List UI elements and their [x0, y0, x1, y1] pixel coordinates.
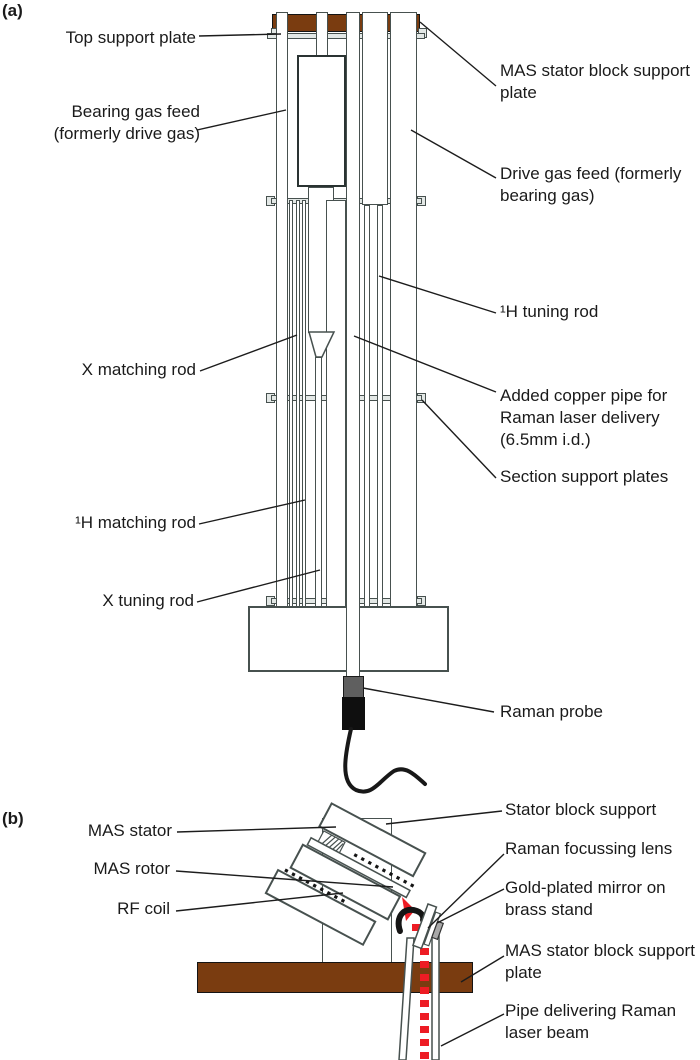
raman-pipe-right-wall: [431, 925, 440, 1060]
label-line: laser beam: [505, 1023, 590, 1042]
label-bearing-gas-feed: Bearing gas feed (formerly drive gas): [0, 101, 200, 145]
inner-body-upper: [297, 55, 346, 187]
label-line: Pipe delivering Raman: [505, 1001, 677, 1020]
copper-pipe-raman-laser: [346, 12, 360, 680]
label-pipe-delivering: Pipe delivering Raman laser beam: [505, 1000, 676, 1044]
label-line: plate: [505, 963, 542, 982]
label-section-support-plates: Section support plates: [500, 467, 669, 486]
rod: [364, 205, 370, 607]
laser-beam-cone: [402, 897, 415, 921]
label-mas-plate-a: MAS stator block support plate: [500, 60, 690, 104]
mas-stator-block-support-plate-b: [197, 962, 473, 993]
label-line: Raman laser delivery: [500, 408, 660, 427]
label-raman-probe: Raman probe: [500, 702, 604, 721]
label-x-matching-rod: X matching rod: [81, 360, 196, 379]
panel-b-label: (b): [2, 809, 24, 828]
label-line: MAS stator block support: [500, 61, 690, 80]
x-tuning-rod: [315, 357, 322, 607]
label-line: plate: [500, 83, 537, 102]
raman-pipe-left-wall: [398, 937, 415, 1060]
label-h-tuning-rod: ¹H tuning rod: [500, 302, 599, 321]
wide-tube: [326, 200, 346, 607]
label-mas-rotor: MAS rotor: [93, 859, 170, 878]
label-copper-pipe: Added copper pipe for Raman laser delive…: [500, 385, 667, 451]
label-line: MAS stator block support: [505, 941, 695, 960]
label-line: Added copper pipe for: [500, 386, 668, 405]
label-drive-gas-feed: Drive gas feed (formerly bearing gas): [500, 163, 681, 207]
label-line: Gold-plated mirror on: [505, 878, 666, 897]
label-mas-stator: MAS stator: [87, 821, 172, 840]
h-tuning-rod: [377, 205, 383, 607]
label-line: (formerly drive gas): [53, 124, 200, 143]
label-gold-mirror: Gold-plated mirror on brass stand: [505, 877, 666, 921]
label-raman-focussing-lens: Raman focussing lens: [505, 839, 673, 858]
raman-probe-collar: [343, 676, 364, 698]
label-mas-plate-b: MAS stator block support plate: [505, 940, 695, 984]
tube-top-2: [316, 12, 328, 56]
gold-plated-mirror: [395, 906, 427, 934]
label-line: bearing gas): [500, 186, 595, 205]
label-line: brass stand: [505, 900, 593, 919]
bearing-gas-feed-tube: [276, 12, 288, 607]
raman-probe-cable: [343, 727, 427, 794]
drive-gas-feed-tube: [390, 12, 417, 607]
raman-probe-body: [342, 697, 365, 730]
raman-focussing-lens-assembly: [411, 903, 445, 950]
label-top-support-plate: Top support plate: [65, 28, 196, 47]
stator-block-support: [322, 818, 392, 963]
panel-a-label: (a): [2, 1, 23, 20]
x-matching-rod: [296, 200, 300, 607]
label-stator-block-support: Stator block support: [505, 800, 657, 819]
rod: [289, 200, 293, 607]
h-matching-rod: [302, 200, 306, 607]
label-x-tuning-rod: X tuning rod: [102, 591, 194, 610]
right-inner-tube: [362, 12, 388, 205]
label-rf-coil: RF coil: [117, 899, 170, 918]
label-line: Bearing gas feed: [71, 102, 200, 121]
label-line: (6.5mm i.d.): [500, 430, 591, 449]
label-h-matching-rod: ¹H matching rod: [75, 513, 196, 532]
label-line: Drive gas feed (formerly: [500, 164, 682, 183]
